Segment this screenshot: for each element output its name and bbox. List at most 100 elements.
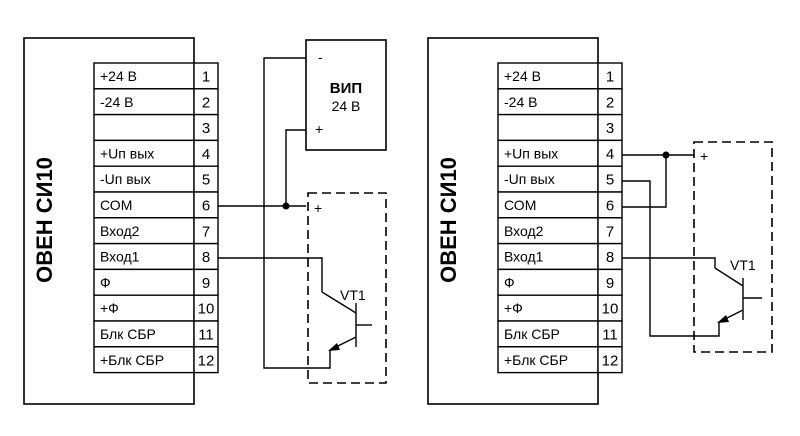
power-supply-minus: -	[318, 49, 323, 65]
terminal-label: +Uп вых	[504, 145, 558, 161]
terminal-number-cell	[193, 242, 219, 271]
terminal-label: -24 В	[100, 94, 133, 110]
terminal-label: -Uп вых	[100, 171, 151, 187]
device-title: ОВЕН СИ10	[436, 157, 461, 283]
terminal-number-cell	[193, 320, 219, 348]
terminal-label: Ф	[504, 274, 515, 290]
terminal-number: 7	[202, 223, 210, 240]
terminal-number: 9	[606, 275, 614, 292]
terminal-label: +Блк СБР	[100, 352, 164, 368]
terminal-number: 3	[606, 120, 614, 137]
terminal-label-cell	[93, 294, 195, 322]
transistor-symbol	[321, 291, 372, 351]
terminal-number: 1	[202, 69, 210, 86]
terminal-number-cell	[597, 217, 623, 245]
terminal-number: 8	[202, 249, 210, 266]
terminal-number-cell	[597, 346, 623, 374]
terminal-number-cell	[597, 88, 623, 116]
terminal-label-cell	[93, 346, 195, 374]
terminal-number-cell	[597, 268, 623, 296]
terminal-label-cell	[497, 268, 599, 296]
terminal-label: +Блк СБР	[504, 352, 568, 368]
terminal-label: Вход2	[100, 223, 140, 239]
power-supply-plus: +	[315, 121, 323, 137]
terminal-label: Вход2	[504, 223, 544, 239]
terminal-row: +24 В 1	[93, 62, 219, 90]
terminal-row: 3	[93, 113, 219, 142]
junction-dot	[662, 151, 670, 159]
terminal-label: +Ф	[504, 300, 523, 316]
terminal-number: 4	[202, 146, 210, 163]
terminal-number: 1	[606, 69, 614, 86]
terminal-row: +Блк СБР 12	[497, 346, 623, 374]
terminal-number-cell	[193, 165, 219, 193]
transistor-symbol	[714, 267, 762, 323]
transistor-label: VT1	[340, 287, 366, 303]
terminal-number: 8	[606, 249, 614, 266]
sensor-plus: +	[314, 200, 322, 216]
sensor-enclosure	[693, 141, 773, 353]
terminal-label: Блк СБР	[100, 326, 156, 342]
power-supply-voltage: 24 В	[332, 98, 361, 114]
power-supply-name: ВИП	[330, 80, 362, 97]
terminal-number-cell	[597, 191, 623, 219]
terminal-number: 5	[606, 172, 614, 189]
terminal-label: СОМ	[100, 197, 132, 213]
terminal-number-cell	[597, 294, 623, 322]
terminal-label: +24 В	[504, 68, 541, 84]
terminal-label-cell	[93, 268, 195, 296]
wiring	[218, 57, 331, 369]
terminal-number: 2	[606, 94, 614, 111]
terminal-label-cell	[497, 346, 599, 374]
terminal-number: 10	[602, 301, 619, 318]
power-supply-box	[305, 39, 387, 151]
terminal-row: Блк СБР 11	[497, 320, 623, 348]
terminal-row: -24 В 2	[93, 88, 219, 116]
terminal-row: +Uп вых 4	[93, 139, 219, 167]
device-title: ОВЕН СИ10	[32, 157, 57, 283]
terminal-number: 6	[606, 198, 614, 215]
terminal-label: Вход1	[504, 249, 544, 265]
wiring	[622, 151, 720, 337]
terminal-label: -24 В	[504, 94, 537, 110]
terminal-number: 7	[606, 223, 614, 240]
terminal-number-cell	[597, 242, 623, 271]
terminal-row: СОМ 6	[93, 191, 219, 219]
terminal-number-cell	[193, 113, 219, 142]
sensor-enclosure	[307, 192, 387, 384]
terminal-label: +24 В	[100, 68, 137, 84]
terminal-number-cell	[193, 346, 219, 374]
terminal-number: 6	[202, 198, 210, 215]
terminal-label-cell	[497, 320, 599, 348]
terminal-label: +Ф	[100, 300, 119, 316]
terminal-number-cell	[193, 294, 219, 322]
terminal-number: 5	[202, 172, 210, 189]
terminal-label-cell	[93, 113, 195, 142]
sensor-plus: +	[700, 148, 708, 164]
terminal-label-cell	[93, 320, 195, 348]
terminal-row: Вход1 8	[497, 242, 623, 271]
terminal-row: -24 В 2	[497, 88, 623, 116]
terminal-number: 2	[202, 94, 210, 111]
terminal-row: +24 В 1	[497, 62, 623, 90]
terminal-number: 4	[606, 146, 614, 163]
junction-dot	[282, 202, 290, 210]
terminal-number: 11	[602, 327, 618, 344]
terminal-label: Блк СБР	[504, 326, 560, 342]
terminal-number: 11	[198, 327, 214, 344]
terminal-label: +Uп вых	[100, 145, 154, 161]
terminal-number: 12	[602, 352, 619, 369]
terminal-label: СОМ	[504, 197, 536, 213]
terminal-number: 9	[202, 275, 210, 292]
